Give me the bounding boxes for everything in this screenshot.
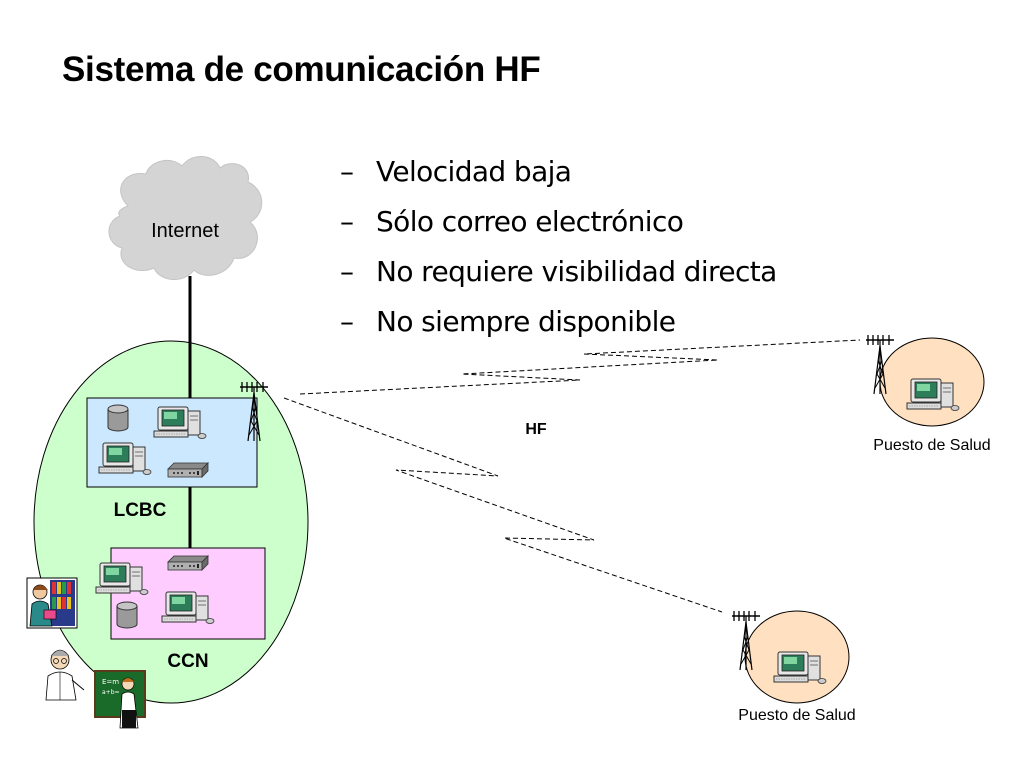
teacher-clipart-icon — [45, 649, 85, 701]
bullet-text: No requiere visibilidad directa — [376, 255, 777, 288]
remote-1-label: Puesto de Salud — [873, 437, 990, 454]
remote-2-label: Puesto de Salud — [738, 707, 855, 724]
modem-icon — [167, 555, 209, 571]
bullet-item: –Velocidad baja — [340, 155, 572, 188]
computer-icon — [153, 406, 207, 439]
slide-title: Sistema de comunicación HF — [62, 50, 541, 89]
modem-icon — [167, 462, 209, 478]
svg-text:a+b=: a+b= — [102, 689, 120, 696]
hf-label: HF — [525, 421, 547, 438]
reader-clipart-icon — [26, 577, 78, 629]
chalkboard-clipart-icon: E=m a+b= — [94, 670, 146, 729]
cloud-label: Internet — [151, 220, 219, 242]
bullet-text: Sólo correo electrónico — [376, 205, 684, 238]
svg-text:E=m: E=m — [102, 678, 119, 686]
campus-ellipse — [33, 340, 309, 704]
database-icon — [107, 404, 129, 432]
cloud-icon: Internet — [108, 156, 263, 280]
computer-icon — [906, 378, 960, 411]
bullet-item: –No requiere visibilidad directa — [340, 255, 777, 288]
hf-link-remote-2 — [283, 397, 723, 613]
ccn-node — [95, 547, 266, 640]
computer-icon — [98, 442, 152, 475]
bullet-item: –Sólo correo electrónico — [340, 205, 684, 238]
bullet-text: No siempre disponible — [376, 305, 676, 338]
bullet-text: Velocidad baja — [376, 155, 572, 188]
computer-icon — [773, 651, 827, 684]
ccn-label: CCN — [167, 651, 208, 672]
lcbc-label: LCBC — [114, 500, 167, 521]
remote-station-1 — [865, 334, 985, 427]
remote-station-2 — [731, 610, 850, 704]
computer-icon — [95, 562, 149, 595]
bullet-list: –Velocidad baja –Sólo correo electrónico… — [340, 150, 777, 350]
bullet-item: –No siempre disponible — [340, 305, 676, 338]
database-icon — [116, 601, 138, 629]
hf-link-remote-1 — [299, 339, 861, 395]
lcbc-node — [86, 397, 258, 488]
computer-icon — [161, 591, 215, 624]
